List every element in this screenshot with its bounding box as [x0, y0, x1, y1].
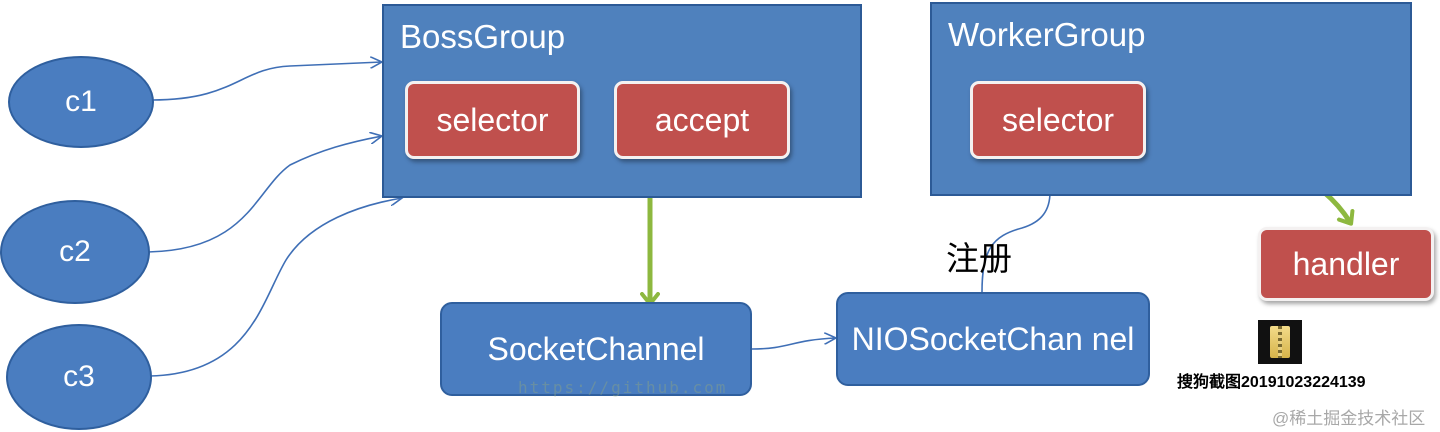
handler-label: handler [1292, 245, 1400, 282]
worker-group-title: WorkerGroup [948, 16, 1146, 53]
client-c3: c3 [6, 324, 152, 430]
client-c1-label: c1 [65, 85, 97, 118]
boss-group-title: BossGroup [400, 18, 566, 55]
boss-selector-box: selector [405, 81, 580, 159]
nio-socket-channel-box: NIOSocketChan nel [836, 292, 1150, 386]
footer-credit: @稀土掘金技术社区 [1272, 409, 1426, 428]
client-c2: c2 [0, 200, 150, 304]
nio-socket-channel-label: NIOSocketChan nel [851, 321, 1135, 357]
worker-selector-label: selector [1001, 101, 1115, 138]
client-c2-label: c2 [59, 235, 91, 268]
handler-box: handler [1258, 227, 1434, 301]
socket-to-nio-connector [751, 338, 836, 350]
register-connector [981, 191, 1051, 293]
socket-channel-box: SocketChannel [440, 302, 752, 396]
c2-to-boss-connector [147, 136, 382, 253]
accept-box: accept [614, 81, 790, 159]
accept-label: accept [654, 101, 750, 138]
socket-channel-label: SocketChannel [487, 331, 705, 367]
c1-to-boss-connector [151, 62, 382, 101]
client-c3-label: c3 [63, 360, 95, 393]
file-caption: 搜狗截图20191023224139 [1177, 374, 1366, 391]
worker-selector-box: selector [970, 81, 1146, 159]
boss-selector-label: selector [436, 101, 549, 138]
c3-to-boss-connector [149, 198, 402, 377]
watermark-text: https://github.com [518, 378, 728, 397]
register-label: 注册 [946, 239, 1012, 278]
client-c1: c1 [8, 56, 154, 148]
zip-archive-icon [1258, 320, 1302, 364]
